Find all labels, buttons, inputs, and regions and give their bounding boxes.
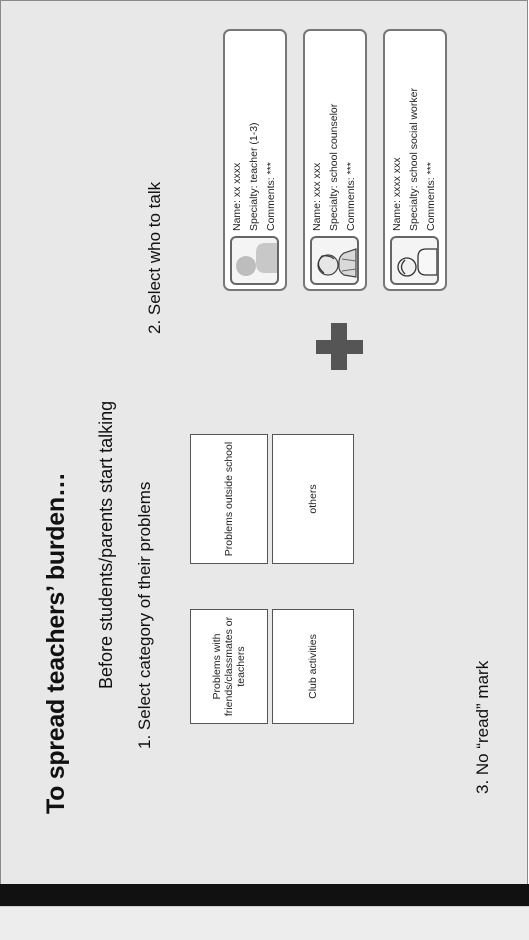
category-others-button[interactable]: others xyxy=(272,434,354,564)
slide-subtitle: Before students/parents start talking xyxy=(96,400,116,689)
category-label: Problems outside school xyxy=(223,441,235,557)
contact-details: Name: xxx xxx Specialty: school counselo… xyxy=(309,104,360,231)
category-label: Club activities xyxy=(307,634,319,699)
category-club-activities-button[interactable]: Club activities xyxy=(272,609,354,724)
category-friends-button[interactable]: Problems with friends/classmates or teac… xyxy=(190,609,268,724)
contact-name: Name: xxxx xxx xyxy=(391,157,403,231)
contact-details: Name: xxxx xxx Specialty: school social … xyxy=(389,88,440,231)
contact-card-teacher[interactable]: Name: xx xxxx Specialty: teacher (1-3) C… xyxy=(223,29,287,291)
category-label: Problems with friends/classmates or teac… xyxy=(211,616,247,717)
contact-card-social-worker[interactable]: Name: xxxx xxx Specialty: school social … xyxy=(383,29,447,291)
contact-specialty: Specialty: school counselor xyxy=(328,103,340,231)
step-3-label: 3. No “read” mark xyxy=(473,660,492,794)
contact-name: Name: xxx xxx xyxy=(311,162,323,231)
contact-card-counselor[interactable]: Name: xxx xxx Specialty: school counselo… xyxy=(303,29,367,291)
step-2-label: 2. Select who to talk xyxy=(145,181,164,334)
contact-specialty: Specialty: teacher (1-3) xyxy=(248,122,260,231)
contact-comments: Comments: *** xyxy=(425,162,437,231)
contact-specialty: Specialty: school social worker xyxy=(408,88,420,231)
person-sketch-icon xyxy=(310,236,359,285)
person-outline-icon xyxy=(390,236,439,285)
contact-details: Name: xx xxxx Specialty: teacher (1-3) C… xyxy=(229,122,280,231)
contact-name: Name: xx xxxx xyxy=(231,162,243,231)
contact-comments: Comments: *** xyxy=(265,162,277,231)
bottom-black-band xyxy=(0,884,529,906)
category-outside-school-button[interactable]: Problems outside school xyxy=(190,434,268,564)
bottom-strip xyxy=(0,906,529,940)
category-label: others xyxy=(307,484,319,514)
slide-title: To spread teachers’ burden… xyxy=(42,472,70,814)
contact-comments: Comments: *** xyxy=(345,162,357,231)
step-1-label: 1. Select category of their problems xyxy=(135,481,154,749)
person-silhouette-icon xyxy=(230,236,279,285)
